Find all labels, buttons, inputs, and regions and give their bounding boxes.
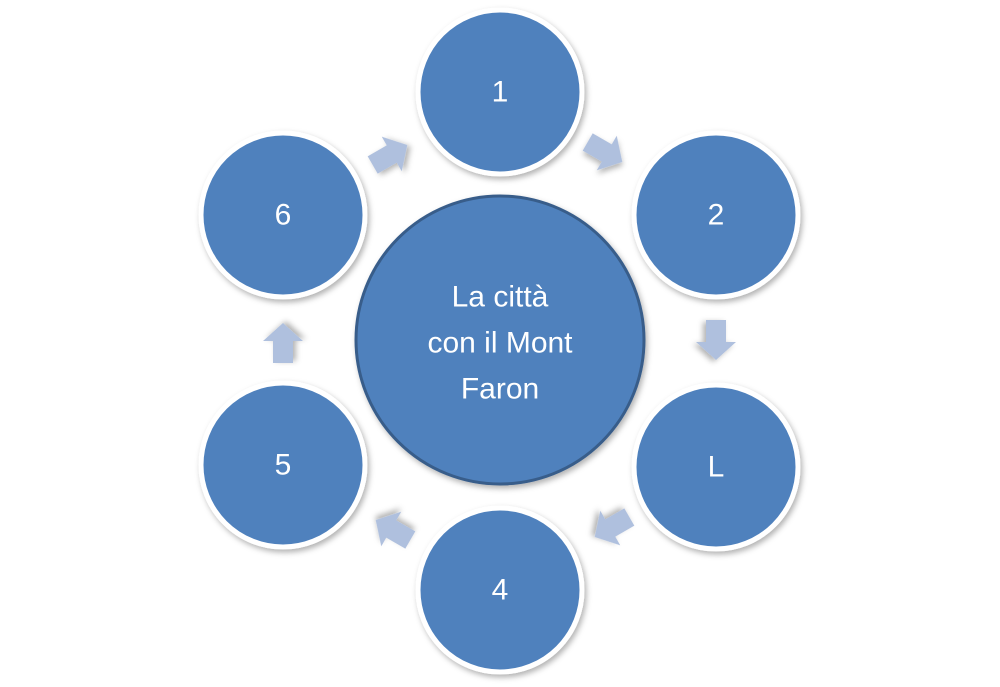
node-label: 6 [275, 199, 292, 232]
arrow-6-to-1 [367, 136, 408, 174]
node-L: L [631, 382, 801, 552]
node-4: 4 [415, 505, 585, 675]
center-node: La città con il Mont Faron [354, 194, 646, 486]
node-label: 2 [708, 199, 725, 232]
node-2: 2 [631, 130, 801, 300]
center-label-line-3: Faron [461, 373, 539, 406]
center-label-line-1: La città [452, 281, 549, 314]
node-label: 4 [492, 574, 509, 607]
node-label: 5 [275, 449, 292, 482]
node-label: 1 [492, 76, 509, 109]
node-label: L [708, 451, 725, 484]
arrow-5-to-6 [263, 323, 303, 363]
arrows [263, 133, 736, 549]
node-6: 6 [198, 130, 368, 300]
arrow-L-to-4 [594, 508, 635, 546]
center-label-line-2: con il Mont [427, 327, 573, 360]
node-5: 5 [198, 380, 368, 550]
arrow-2-to-L [696, 320, 736, 360]
arrow-1-to-2 [582, 133, 623, 171]
arrow-4-to-5 [375, 511, 416, 549]
node-1: 1 [415, 7, 585, 177]
